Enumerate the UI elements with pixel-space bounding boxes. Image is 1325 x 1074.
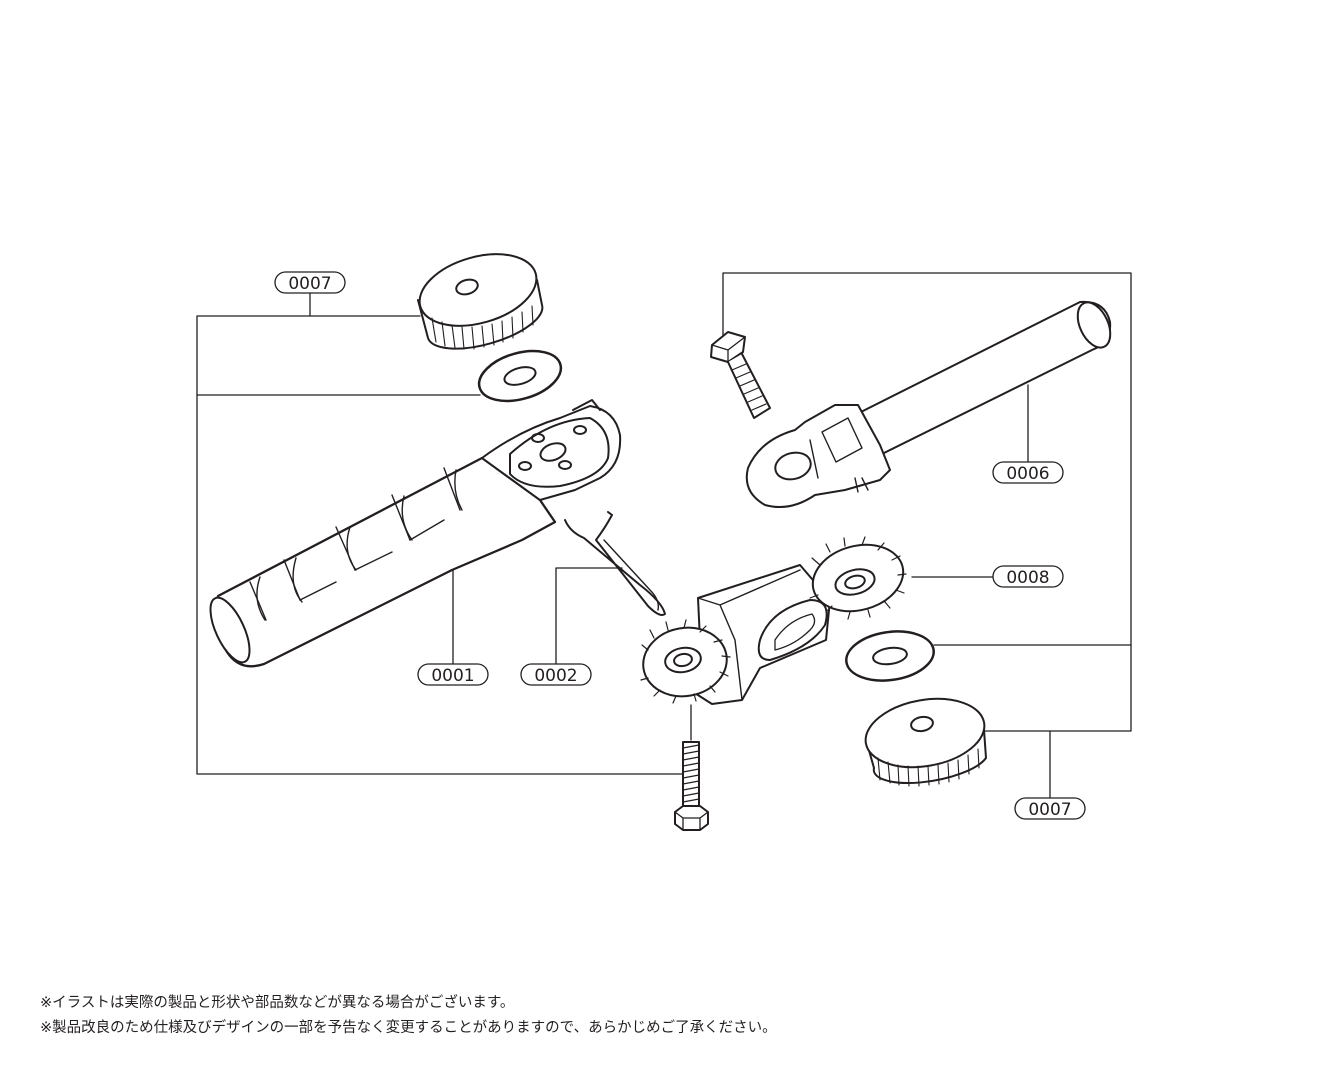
svg-text:0002: 0002 [534, 666, 577, 686]
gear-front [640, 619, 731, 704]
svg-text:0007: 0007 [1028, 800, 1071, 820]
part-label-0007-bottom: 0007 [1014, 797, 1086, 820]
spring-clip [564, 511, 666, 616]
hex-bolt-bottom [674, 741, 709, 831]
washer-bottom-right [845, 630, 935, 682]
part-label-0008: 0008 [992, 565, 1064, 588]
svg-text:0007: 0007 [288, 274, 331, 294]
leader-lines [196, 272, 1132, 799]
svg-text:0001: 0001 [431, 666, 474, 686]
part-label-0001: 0001 [417, 663, 489, 686]
washer-top-left [477, 349, 563, 403]
part-label-0007-top: 0007 [274, 271, 346, 294]
tube-arm [745, 300, 1112, 508]
disclaimer-notes: ※イラストは実際の製品と形状や部品数などが異なる場合がございます。 ※製品改良の… [40, 991, 777, 1041]
pivot-bracket [640, 536, 907, 705]
hex-bolt-top [710, 331, 771, 419]
knob-top-left [417, 253, 544, 350]
svg-text:0006: 0006 [1006, 464, 1049, 484]
handle-arm [209, 399, 622, 668]
part-label-0006: 0006 [992, 461, 1064, 484]
svg-text:0008: 0008 [1006, 568, 1049, 588]
part-label-0002: 0002 [520, 663, 592, 686]
disclaimer-note: ※製品改良のため仕様及びデザインの一部を予告なく変更することがありますので、あら… [40, 1020, 777, 1036]
knob-bottom-right [864, 697, 987, 787]
gear-rear [809, 536, 907, 620]
disclaimer-note: ※イラストは実際の製品と形状や部品数などが異なる場合がございます。 [40, 995, 515, 1011]
